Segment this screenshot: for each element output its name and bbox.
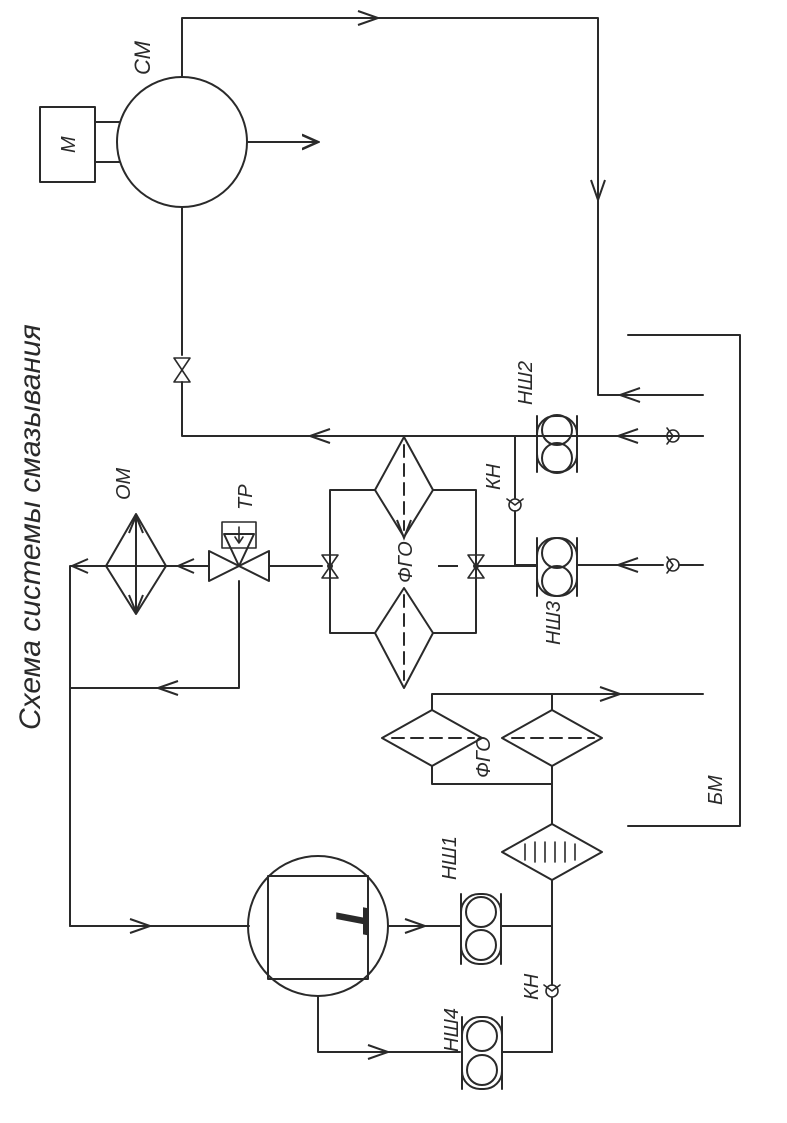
label-bm: БМ	[705, 775, 727, 805]
label-om: ОМ	[113, 467, 135, 500]
pump-nsh1: НШ1	[439, 836, 502, 965]
label-nsh3: НШ3	[543, 601, 565, 645]
check-valve-kn-top	[506, 498, 524, 512]
pump-nsh4: НШ4	[441, 1008, 503, 1090]
heat-exchanger-t: T	[247, 855, 389, 997]
label-t: T	[326, 904, 378, 936]
label-fgo-bottom: ФГО	[473, 736, 495, 778]
label-kn-bottom: КН	[521, 973, 543, 1000]
motor-m: М	[39, 106, 121, 183]
cooler-om: ОМ	[99, 467, 173, 615]
label-cm: СМ	[130, 40, 155, 75]
label-m: М	[58, 136, 80, 153]
filter-fgo-top: ФГО	[329, 436, 477, 689]
thermo-valve-tr: ТР	[208, 484, 270, 582]
label-kn-top: КН	[483, 463, 505, 490]
check-valve-nsh3	[666, 556, 680, 574]
filter-fgo-bottom: ФГО	[381, 693, 603, 785]
header-line	[181, 381, 704, 437]
label-nsh4: НШ4	[441, 1008, 463, 1052]
tank-bm	[627, 334, 741, 827]
pump-nsh2: НШ2	[515, 361, 578, 474]
label-nsh2: НШ2	[515, 361, 537, 405]
check-valve-kn-bottom	[543, 984, 561, 998]
strainer-filter	[501, 823, 603, 881]
pump-nsh3: НШ3	[536, 537, 578, 645]
label-nsh1: НШ1	[439, 836, 461, 880]
diagram-title: Схема системы смазывания	[14, 324, 47, 730]
label-fgo-top: ФГО	[395, 541, 417, 583]
gate-valve-cm	[173, 357, 191, 383]
valve-fgo-left	[321, 554, 339, 579]
label-tp: ТР	[235, 484, 257, 510]
return-line-top	[181, 17, 704, 396]
